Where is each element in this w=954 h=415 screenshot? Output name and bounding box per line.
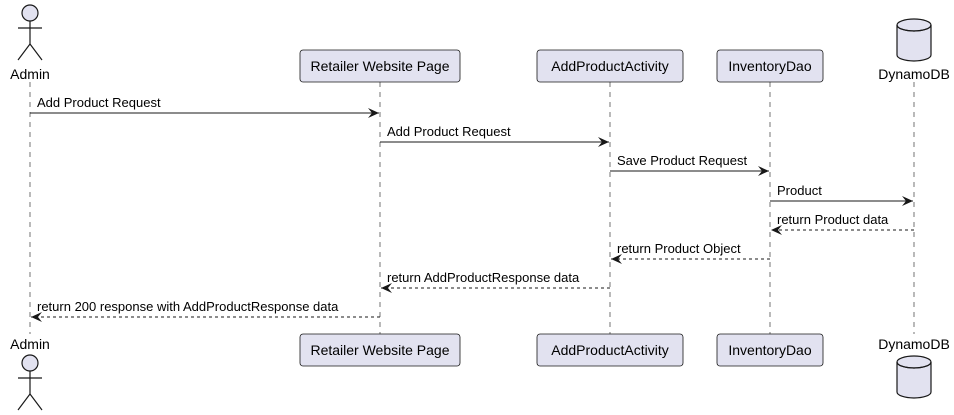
participant-label: AddProductActivity [551, 342, 669, 358]
person-right-leg [29, 393, 43, 411]
message-8: return 200 response with AddProductRespo… [31, 299, 380, 322]
message-7: return AddProductResponse data [381, 270, 610, 293]
message-label: Product [777, 183, 822, 198]
database-label: DynamoDB [878, 66, 950, 82]
participant-box [299, 333, 461, 367]
participant-label: InventoryDao [728, 342, 811, 358]
participant-label: InventoryDao [728, 58, 811, 74]
actor-top: Admin [10, 4, 50, 82]
database-icon [896, 18, 932, 62]
participant-activity-top: AddProductActivity [536, 49, 684, 83]
message-label: return 200 response with AddProductRespo… [37, 299, 339, 314]
participants-bottom: Admin Retailer Website Page AddProductActi… [10, 333, 950, 411]
participant-dao-top: InventoryDao [716, 49, 824, 83]
actor-label: Admin [10, 66, 50, 82]
actor-bottom: Admin [10, 336, 50, 411]
message-label: Add Product Request [387, 124, 511, 139]
message-5: return Product data [771, 212, 914, 235]
database-icon [896, 355, 932, 399]
database-top: DynamoDB [878, 18, 950, 82]
person-right-leg [29, 43, 43, 61]
participant-box [716, 333, 824, 367]
message-label: return Product Object [617, 241, 741, 256]
participant-box [536, 49, 684, 83]
message-label: Save Product Request [617, 153, 747, 168]
participant-label: AddProductActivity [551, 58, 669, 74]
message-label: Add Product Request [37, 95, 161, 110]
person-left-leg [17, 43, 31, 61]
actor-label: Admin [10, 336, 50, 352]
database-body [896, 25, 932, 62]
database-bottom: DynamoDB [878, 336, 950, 399]
participants-top: Admin Retailer Website Page AddProductActi… [10, 4, 950, 83]
person-icon [17, 354, 43, 411]
message-1: Add Product Request [30, 95, 379, 118]
participant-label: Retailer Website Page [310, 342, 449, 358]
message-6: return Product Object [611, 241, 770, 264]
person-head [21, 4, 39, 22]
person-icon [17, 4, 43, 61]
database-rim [896, 361, 932, 369]
message-label: return Product data [777, 212, 889, 227]
message-3: Save Product Request [610, 153, 769, 176]
message-label: return AddProductResponse data [387, 270, 580, 285]
person-head [21, 354, 39, 372]
person-left-leg [17, 393, 31, 411]
participant-box [716, 49, 824, 83]
participant-website-top: Retailer Website Page [299, 49, 461, 83]
database-label: DynamoDB [878, 336, 950, 352]
lifelines [29, 82, 915, 334]
participant-box [536, 333, 684, 367]
database-body [896, 362, 932, 399]
database-rim [896, 24, 932, 32]
participant-dao-bottom: InventoryDao [716, 333, 824, 367]
message-2: Add Product Request [380, 124, 609, 147]
participant-website-bottom: Retailer Website Page [299, 333, 461, 367]
participant-label: Retailer Website Page [310, 58, 449, 74]
participant-box [299, 49, 461, 83]
participant-activity-bottom: AddProductActivity [536, 333, 684, 367]
message-4: Product [770, 183, 913, 206]
